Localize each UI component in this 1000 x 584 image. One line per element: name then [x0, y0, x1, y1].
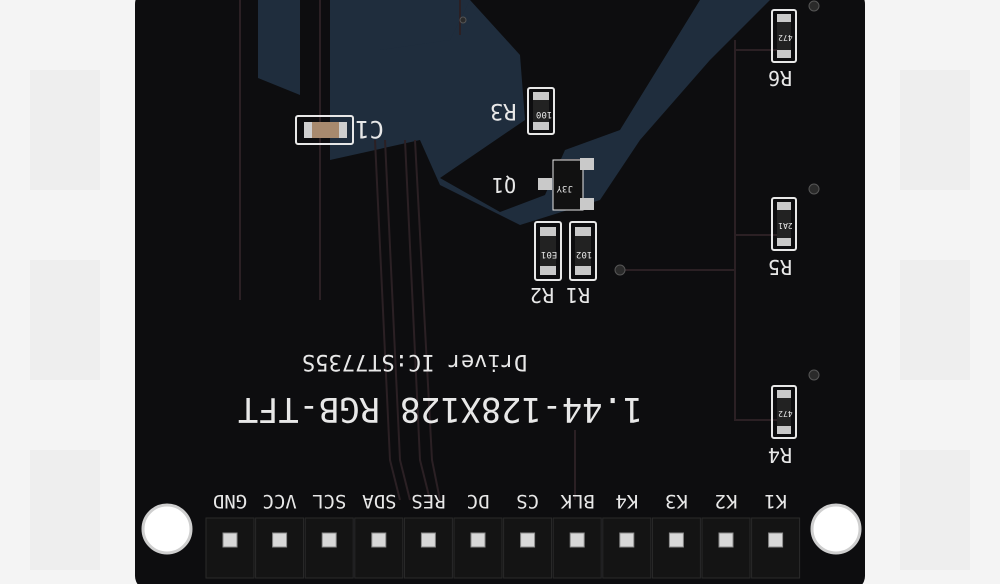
pin-k1: K1: [751, 490, 801, 579]
screen-flex-area: [258, 0, 770, 225]
pin-housing: [354, 517, 404, 579]
pin-label: K4: [615, 490, 638, 512]
pin-post: [520, 532, 536, 548]
resistor-r2: [534, 221, 562, 281]
pin-post: [569, 532, 585, 548]
label-r3: R3: [490, 98, 517, 123]
pin-housing: [503, 517, 553, 579]
silkscreen-labels: C1 R3 100 Q1 J3Y R2 E01 R1 102 R6 472 R5…: [238, 33, 793, 467]
pin-label: RES: [411, 490, 445, 512]
pin-label: CS: [516, 490, 539, 512]
pin-k2: K2: [701, 490, 751, 579]
pin-scl: SCL: [304, 490, 354, 579]
pin-post: [668, 532, 684, 548]
pin-label: VCC: [262, 490, 296, 512]
label-r4: R4: [768, 443, 792, 467]
code-q1: J3Y: [556, 183, 573, 193]
resistor-r6: [771, 9, 797, 63]
pin-label: K2: [715, 490, 738, 512]
label-r2: R2: [530, 283, 554, 307]
label-r6: R6: [768, 66, 792, 90]
pcb-body: [135, 0, 865, 584]
pin-post: [718, 532, 734, 548]
pin-post: [420, 532, 436, 548]
label-r1: R1: [566, 283, 590, 307]
code-r6: 472: [778, 33, 793, 42]
pin-cs: CS: [503, 490, 553, 579]
transistor-q1: [538, 158, 594, 211]
pin-label: SDA: [362, 490, 397, 512]
pin-k4: K4: [602, 490, 652, 579]
pin-housing: [403, 517, 453, 579]
pin-post: [272, 532, 288, 548]
pin-housing: [701, 517, 751, 579]
pin-label: DC: [467, 490, 490, 512]
pin-res: RES: [403, 490, 453, 579]
pin-housing: [552, 517, 602, 579]
code-r1: 102: [576, 249, 592, 259]
pin-post: [222, 532, 238, 548]
pin-vcc: VCC: [255, 490, 305, 579]
pin-label: K3: [665, 490, 688, 512]
resistor-r1: [569, 221, 597, 281]
pin-housing: [205, 517, 255, 579]
code-r3: 100: [536, 109, 552, 119]
pin-post: [470, 532, 486, 548]
pin-header: GND VCC SCL SDA RES DC CS BLK K4 K3 K2 K1: [205, 490, 801, 579]
pin-blk: BLK: [552, 490, 602, 579]
pin-housing: [255, 517, 305, 579]
label-q1: Q1: [492, 173, 516, 197]
pin-label: SCL: [312, 490, 346, 512]
pin-post: [321, 532, 337, 548]
pin-k3: K3: [651, 490, 701, 579]
mounting-hole-right: [810, 503, 862, 555]
board-title: 1.44-128X128 RGB-TFT: [238, 389, 643, 429]
resistor-r4: [771, 385, 797, 439]
pin-label: BLK: [560, 490, 595, 512]
mounting-hole-left: [141, 503, 193, 555]
code-r5: 2A1: [778, 221, 793, 230]
pin-label: K1: [764, 490, 787, 512]
pin-gnd: GND: [205, 490, 255, 579]
pin-label: GND: [213, 490, 247, 512]
pin-housing: [651, 517, 701, 579]
pin-housing: [602, 517, 652, 579]
resistor-r3: [527, 87, 555, 135]
pin-sda: SDA: [354, 490, 404, 579]
label-c1: C1: [355, 115, 384, 143]
pin-housing: [304, 517, 354, 579]
resistor-r5: [771, 197, 797, 251]
pin-post: [768, 532, 784, 548]
pin-post: [619, 532, 635, 548]
pin-housing: [751, 517, 801, 579]
vias: [459, 0, 820, 381]
code-r4: 472: [778, 409, 793, 418]
watermark: [30, 70, 970, 570]
driver-ic-label: Driver IC:ST7735S: [302, 349, 527, 374]
capacitor-c1: [295, 115, 354, 145]
mounting-holes: [141, 503, 862, 555]
label-r5: R5: [768, 255, 792, 279]
pin-post: [371, 532, 387, 548]
code-r2: E01: [541, 249, 557, 259]
pin-dc: DC: [453, 490, 503, 579]
pin-housing: [453, 517, 503, 579]
